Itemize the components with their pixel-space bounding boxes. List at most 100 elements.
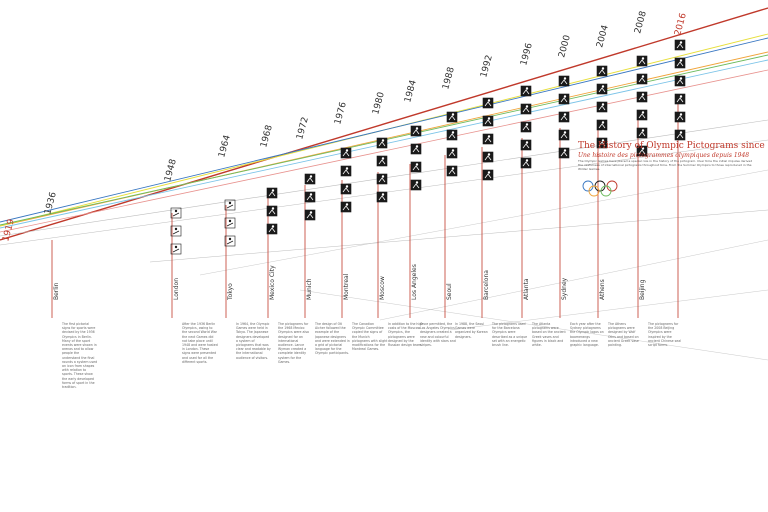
pictogram-icon [446,165,458,177]
text-column: The first pictorial signs for sports wer… [62,322,98,390]
pictogram-icon [482,151,494,163]
pictogram-icon [636,109,648,121]
pictogram-icon [224,235,236,247]
pictogram-icon [674,57,686,69]
intro-text: The Olympic Games have placed a special … [578,160,753,171]
poster-subtitle: Une histoire des pictogrammes olympiques… [578,152,749,159]
text-column: The pictograms for the 2008 Beijing Olym… [648,322,682,348]
pictogram-icon [266,187,278,199]
pictogram-icon [224,199,236,211]
text-column: In 1964, the Olympic Games were held in … [236,322,271,360]
timeline-line [449,289,768,331]
pictogram-icon [520,85,532,97]
text-column: The pictograms for the 1968 Mexico Olymp… [278,322,309,364]
year-label: 2000 [557,34,573,59]
pictogram-icon [340,165,352,177]
year-label: 1968 [259,124,275,149]
pictogram-icon [636,91,648,103]
city-label: Barcelona [483,270,490,300]
pictogram-icon [410,125,422,137]
pictogram-icon [446,129,458,141]
pictogram-icon [170,225,182,237]
city-label: Los Angeles [411,264,418,300]
pictogram-icon [674,93,686,105]
pictogram-icon [224,217,236,229]
pictogram-icon [674,39,686,51]
pictogram-icon [636,73,648,85]
pictogram-icon [170,243,182,255]
pictogram-icon [376,137,388,149]
pictogram-icon [674,129,686,141]
pictogram-icon [340,201,352,213]
city-label: Beijing [639,279,646,300]
pictogram-icon [446,147,458,159]
city-label: Atlanta [523,278,530,300]
timeline-line [149,209,768,263]
year-label: 1988 [441,66,457,91]
year-label: 1964 [217,134,233,159]
pictogram-icon [596,137,608,149]
city-label: Montreal [343,273,350,300]
year-label: 1976 [333,101,349,126]
pictogram-icon [558,75,570,87]
pictogram-icon [596,65,608,77]
pictogram-icon [304,191,316,203]
timeline-line [0,37,768,223]
text-column: After the 1936 Berlin Olympics, owing to… [182,322,218,364]
pictogram-icon [558,129,570,141]
pictogram-icon [674,111,686,123]
text-column: The Athens pictograms were designed by W… [608,322,639,348]
olympic-rings-icon [582,180,618,197]
city-label: London [173,278,180,300]
pictogram-icon [376,155,388,167]
pictogram-icon [410,143,422,155]
pictogram-icon [520,121,532,133]
pictogram-icon [482,115,494,127]
pictogram-icon [636,145,648,157]
pictogram-icon [596,83,608,95]
pictogram-icon [446,111,458,123]
pictogram-icon [482,133,494,145]
pictogram-icon [266,205,278,217]
pictogram-icon [636,55,648,67]
timeline-line [0,7,768,241]
year-label: 1972 [295,116,311,141]
pictogram-icon [410,179,422,191]
text-column: The Canadian Olympic Committee copied th… [352,322,388,352]
year-label: 1996 [519,42,535,67]
year-label: 2004 [595,24,611,49]
pictogram-icon [636,127,648,139]
title-block: The History of Olympic Pictograms since … [578,141,768,197]
city-label: Tokyo [227,283,234,301]
pictogram-icon [482,97,494,109]
pictogram-icon [520,157,532,169]
year-label: 2008 [633,10,649,35]
text-column: Each year after the Sydney pictograms th… [570,322,604,348]
pictogram-icon [304,173,316,185]
pictogram-icon [376,173,388,185]
city-label: Berlin [53,282,60,300]
city-label: Moscow [379,276,386,300]
city-label: Seoul [446,283,453,300]
pictogram-icon [558,111,570,123]
pictogram-icon [304,209,316,221]
pictogram-icon [558,93,570,105]
pictogram-icon [266,223,278,235]
city-label: Sydney [561,277,568,300]
year-label: 1948 [163,158,179,183]
text-column: The pictograms used for the Barcelona Ol… [492,322,528,348]
pictogram-icon [520,139,532,151]
year-label: 1992 [479,54,495,79]
pictogram-icon [170,207,182,219]
text-column: In addition to the high costs of the Mos… [388,322,424,348]
city-label: Mexico City [269,265,276,300]
pictogram-icon [674,75,686,87]
pictogram-icon [376,191,388,203]
text-column: The Atlanta pictograms were based on the… [532,322,566,348]
text-column: The design of Otl Aicher followed the ex… [315,322,350,356]
pictogram-icon [340,183,352,195]
